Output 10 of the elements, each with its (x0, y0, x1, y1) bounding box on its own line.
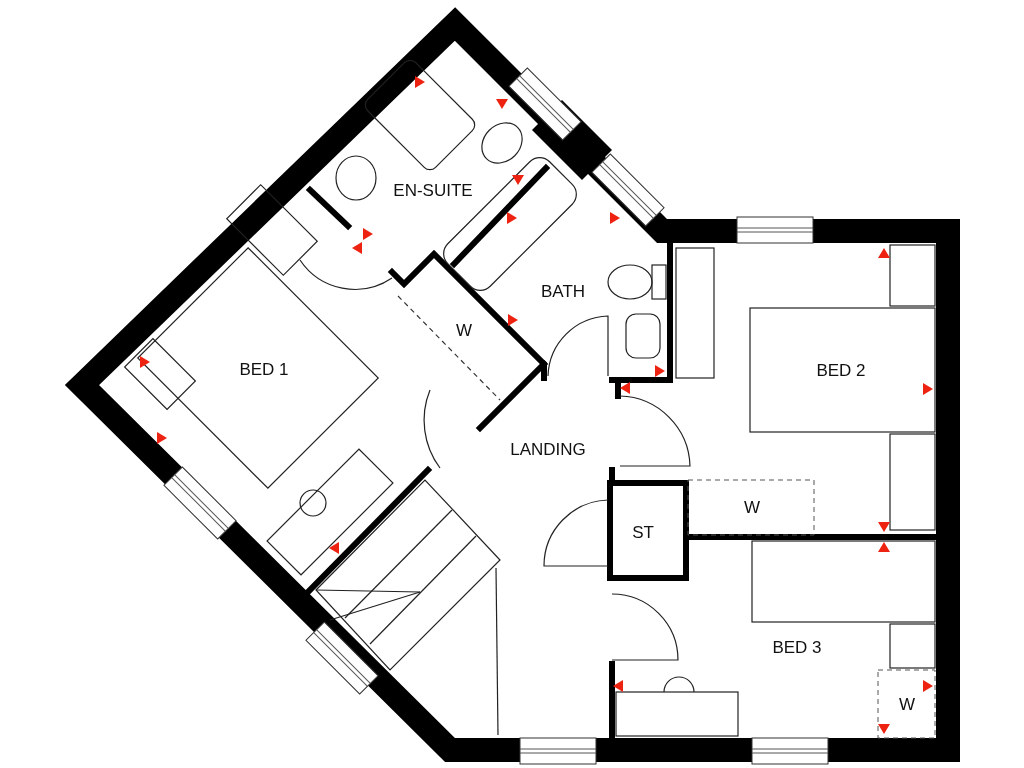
room-label: BED 2 (816, 361, 866, 379)
room-label: LANDING (510, 440, 586, 458)
room-label: ST (632, 523, 654, 541)
room-label: BED 1 (239, 360, 289, 378)
room-label: W (456, 321, 472, 339)
room-label: BED 3 (772, 638, 822, 656)
room-label: W (899, 695, 915, 713)
room-label: EN-SUITE (393, 181, 473, 199)
room-label: W (744, 498, 760, 516)
room-label: BATH (540, 282, 586, 300)
